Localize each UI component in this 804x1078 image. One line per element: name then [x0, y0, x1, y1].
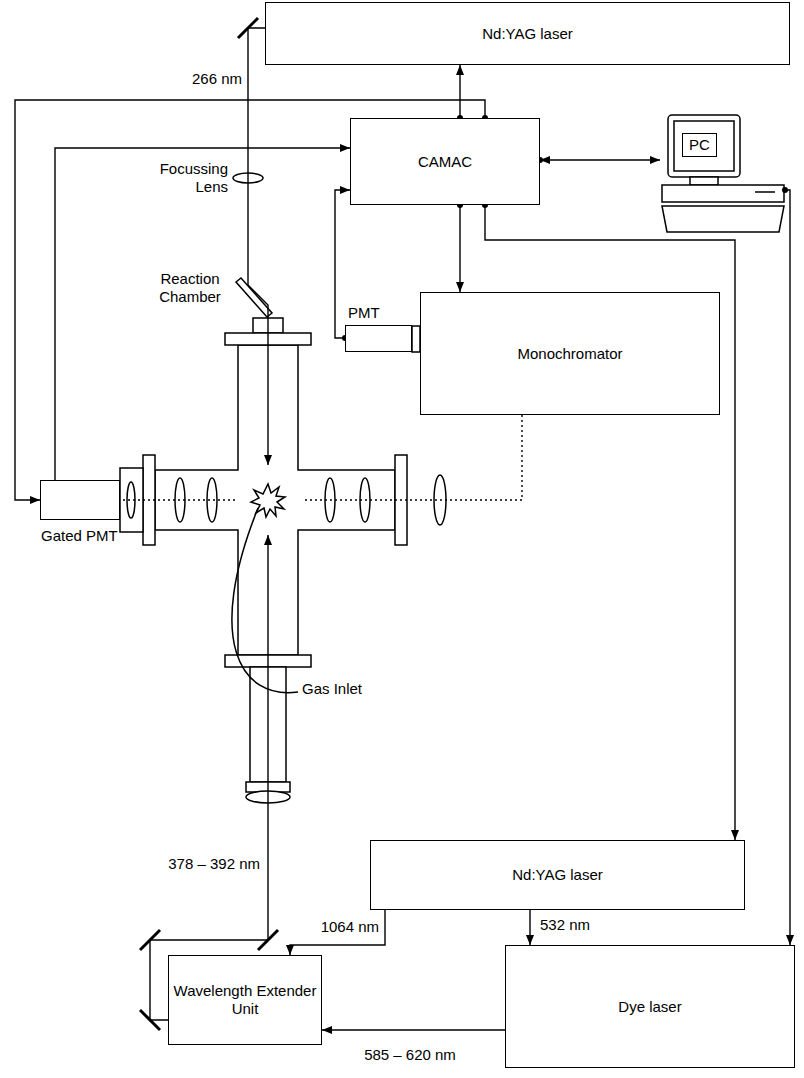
pc-drive [755, 191, 775, 193]
detector-box: Gated PMT [40, 480, 120, 520]
connector-arrow [459, 65, 460, 118]
wavelength-label: 378 – 392 nm [148, 855, 260, 873]
outside-label: PMT [348, 304, 408, 322]
node-label: Nd:YAG laser [482, 25, 573, 43]
laser-box: Nd:YAG laser [265, 2, 790, 65]
inlet-label: Gas Inlet [302, 680, 392, 698]
process-box: Wavelength Extender Unit [168, 955, 322, 1045]
pc-base [662, 185, 784, 202]
node-label: Monochromator [517, 345, 622, 363]
wavelength-label: 1064 nm [300, 918, 379, 936]
wavelength-label: 585 – 620 nm [325, 1046, 495, 1064]
connector-arrow [540, 159, 660, 160]
reaction-chamber: Reaction Chamber [235, 465, 305, 535]
wavelength-label: 532 nm [540, 916, 610, 934]
outside-label: Reaction Chamber [150, 270, 230, 306]
pc-stand [690, 177, 718, 185]
pc-keyboard [662, 206, 784, 232]
connector-arrow [459, 205, 460, 292]
outside-label: Gated PMT [41, 527, 141, 545]
wavelength-label: 266 nm [176, 70, 242, 88]
pc-monitor [668, 115, 740, 177]
controller-box: CAMAC [350, 118, 540, 205]
connector-arrow [785, 190, 790, 945]
connector-arrow [290, 910, 385, 955]
light-path [305, 415, 522, 500]
connector-arrow [55, 148, 350, 480]
laser-box: Dye laser [505, 945, 795, 1068]
laser-box: Nd:YAG laser [370, 840, 745, 910]
light-path [120, 499, 235, 500]
connector-arrow [248, 28, 268, 465]
node-label: Nd:YAG laser [512, 866, 603, 884]
gas-inlet-tube [232, 508, 298, 693]
monochromator-box: Monochromator [420, 292, 720, 415]
connector-arrow [322, 1029, 505, 1030]
connector-arrow [529, 910, 530, 945]
node-label: PC [682, 133, 717, 157]
entrance-slit [412, 326, 420, 352]
connector-arrow [150, 535, 268, 1020]
chamber-body [155, 345, 395, 655]
mirror [236, 278, 272, 317]
lens-label: Focussing Lens [148, 160, 228, 196]
pc-screen [674, 121, 734, 171]
node-label: CAMAC [418, 153, 472, 171]
computer: PC [660, 115, 785, 235]
detector-box: PMT [345, 325, 412, 352]
node-label: Wavelength Extender Unit [169, 982, 321, 1018]
connector-arrow [335, 190, 350, 338]
node-label: Dye laser [618, 998, 681, 1016]
